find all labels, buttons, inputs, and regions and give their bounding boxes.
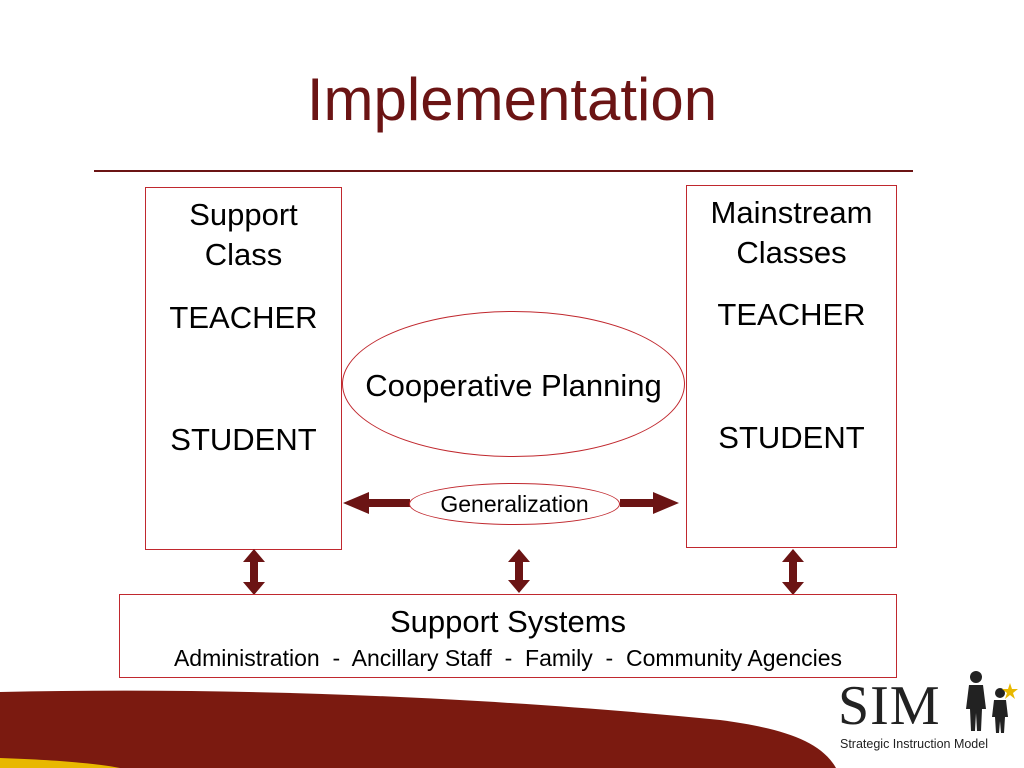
support-class-heading-line1: Support: [189, 197, 298, 232]
title-divider: [94, 170, 913, 172]
generalization-arrow-right: [620, 492, 679, 514]
support-class-student: STUDENT: [170, 422, 317, 457]
mainstream-classes-student: STUDENT: [718, 420, 865, 455]
generalization-label: Generalization: [440, 491, 589, 517]
mainstream-classes-heading: Mainstream Classes: [686, 193, 897, 273]
mainstream-classes-box: [686, 185, 897, 548]
generalization-arrow-left: [343, 492, 410, 514]
mainstream-classes-heading-line1: Mainstream: [710, 195, 873, 230]
footer-band: [0, 690, 836, 768]
support-systems-title: Support Systems: [389, 604, 627, 639]
support-class-teacher: TEACHER: [169, 300, 318, 335]
mainstream-classes-teacher: TEACHER: [717, 297, 866, 332]
support-class-box: [145, 187, 342, 550]
figures-icon: [966, 671, 1018, 733]
sim-logo: [836, 665, 1021, 757]
mainstream-vertical-arrow: [782, 549, 804, 595]
generalization-ellipse: [409, 483, 620, 525]
cooperative-planning-label: Cooperative Planning: [365, 368, 662, 403]
slide-title: Implementation: [306, 66, 718, 133]
support-systems-items: Administration - Ancillary Staff - Famil…: [173, 645, 843, 671]
center-vertical-arrow: [508, 549, 530, 593]
support-class-heading: Support Class: [145, 195, 342, 275]
sim-logo-text: SIM: [838, 675, 941, 737]
support-systems-box: [119, 594, 897, 678]
sim-logo-tagline: Strategic Instruction Model: [840, 737, 988, 751]
mainstream-classes-heading-line2: Classes: [736, 235, 847, 270]
support-class-heading-line2: Class: [204, 237, 283, 272]
star-icon: [1002, 683, 1018, 699]
cooperative-planning-ellipse: [342, 311, 685, 457]
support-class-vertical-arrow: [243, 549, 265, 595]
